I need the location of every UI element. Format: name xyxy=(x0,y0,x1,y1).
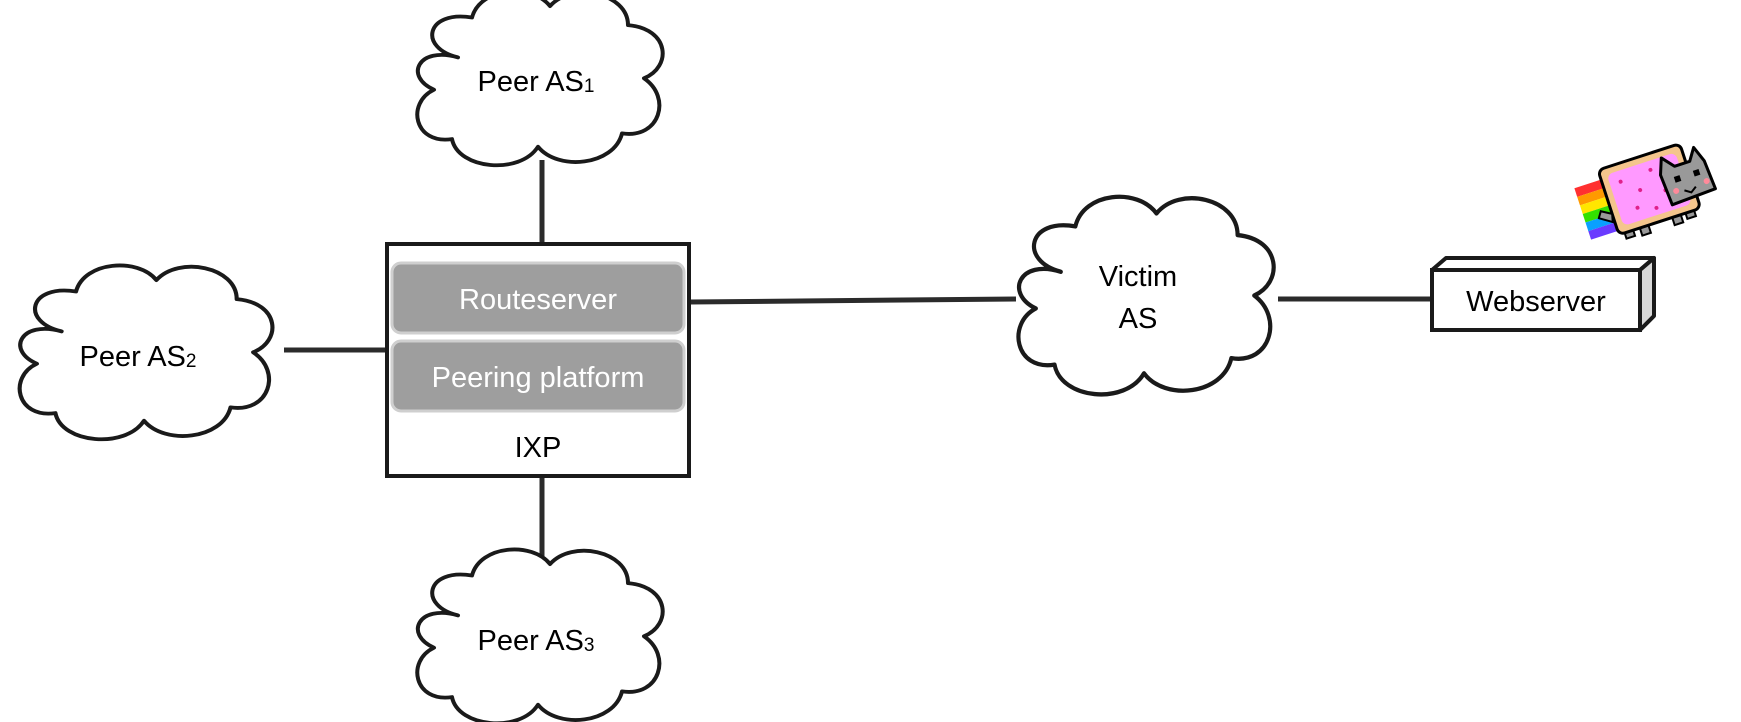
victim-as-line1: Victim xyxy=(1099,261,1177,293)
webserver-box: Webserver xyxy=(1430,256,1656,332)
ixp-box: Routeserver Peering platform IXP xyxy=(385,242,691,478)
ixp-label: IXP xyxy=(515,432,562,464)
connections xyxy=(284,160,1432,580)
victim-as-line2: AS xyxy=(1119,303,1158,335)
peering-platform-label: Peering platform xyxy=(432,362,645,394)
webserver-label: Webserver xyxy=(1466,286,1606,318)
peer-as2-subscript: 2 xyxy=(186,351,197,372)
victim-as-cloud xyxy=(1018,197,1273,395)
peer-as3-subscript: 3 xyxy=(584,635,595,656)
routeserver-label: Routeserver xyxy=(459,284,617,316)
peer-as1-name: Peer AS xyxy=(478,66,584,98)
peer-as2-label: Peer AS2 xyxy=(80,341,197,373)
peer-as2-name: Peer AS xyxy=(80,341,186,373)
cloud-icon xyxy=(1018,197,1273,395)
nyan-cat-icon xyxy=(1574,143,1717,240)
routeserver-block xyxy=(390,261,686,335)
peer-as3-label: Peer AS3 xyxy=(478,625,595,657)
peering-platform-block xyxy=(390,339,686,413)
peer-as1-subscript: 1 xyxy=(584,76,595,97)
peer-as3-name: Peer AS xyxy=(478,625,584,657)
peer-as1-label: Peer AS1 xyxy=(478,66,595,98)
link-ixp-victim xyxy=(689,296,1017,305)
